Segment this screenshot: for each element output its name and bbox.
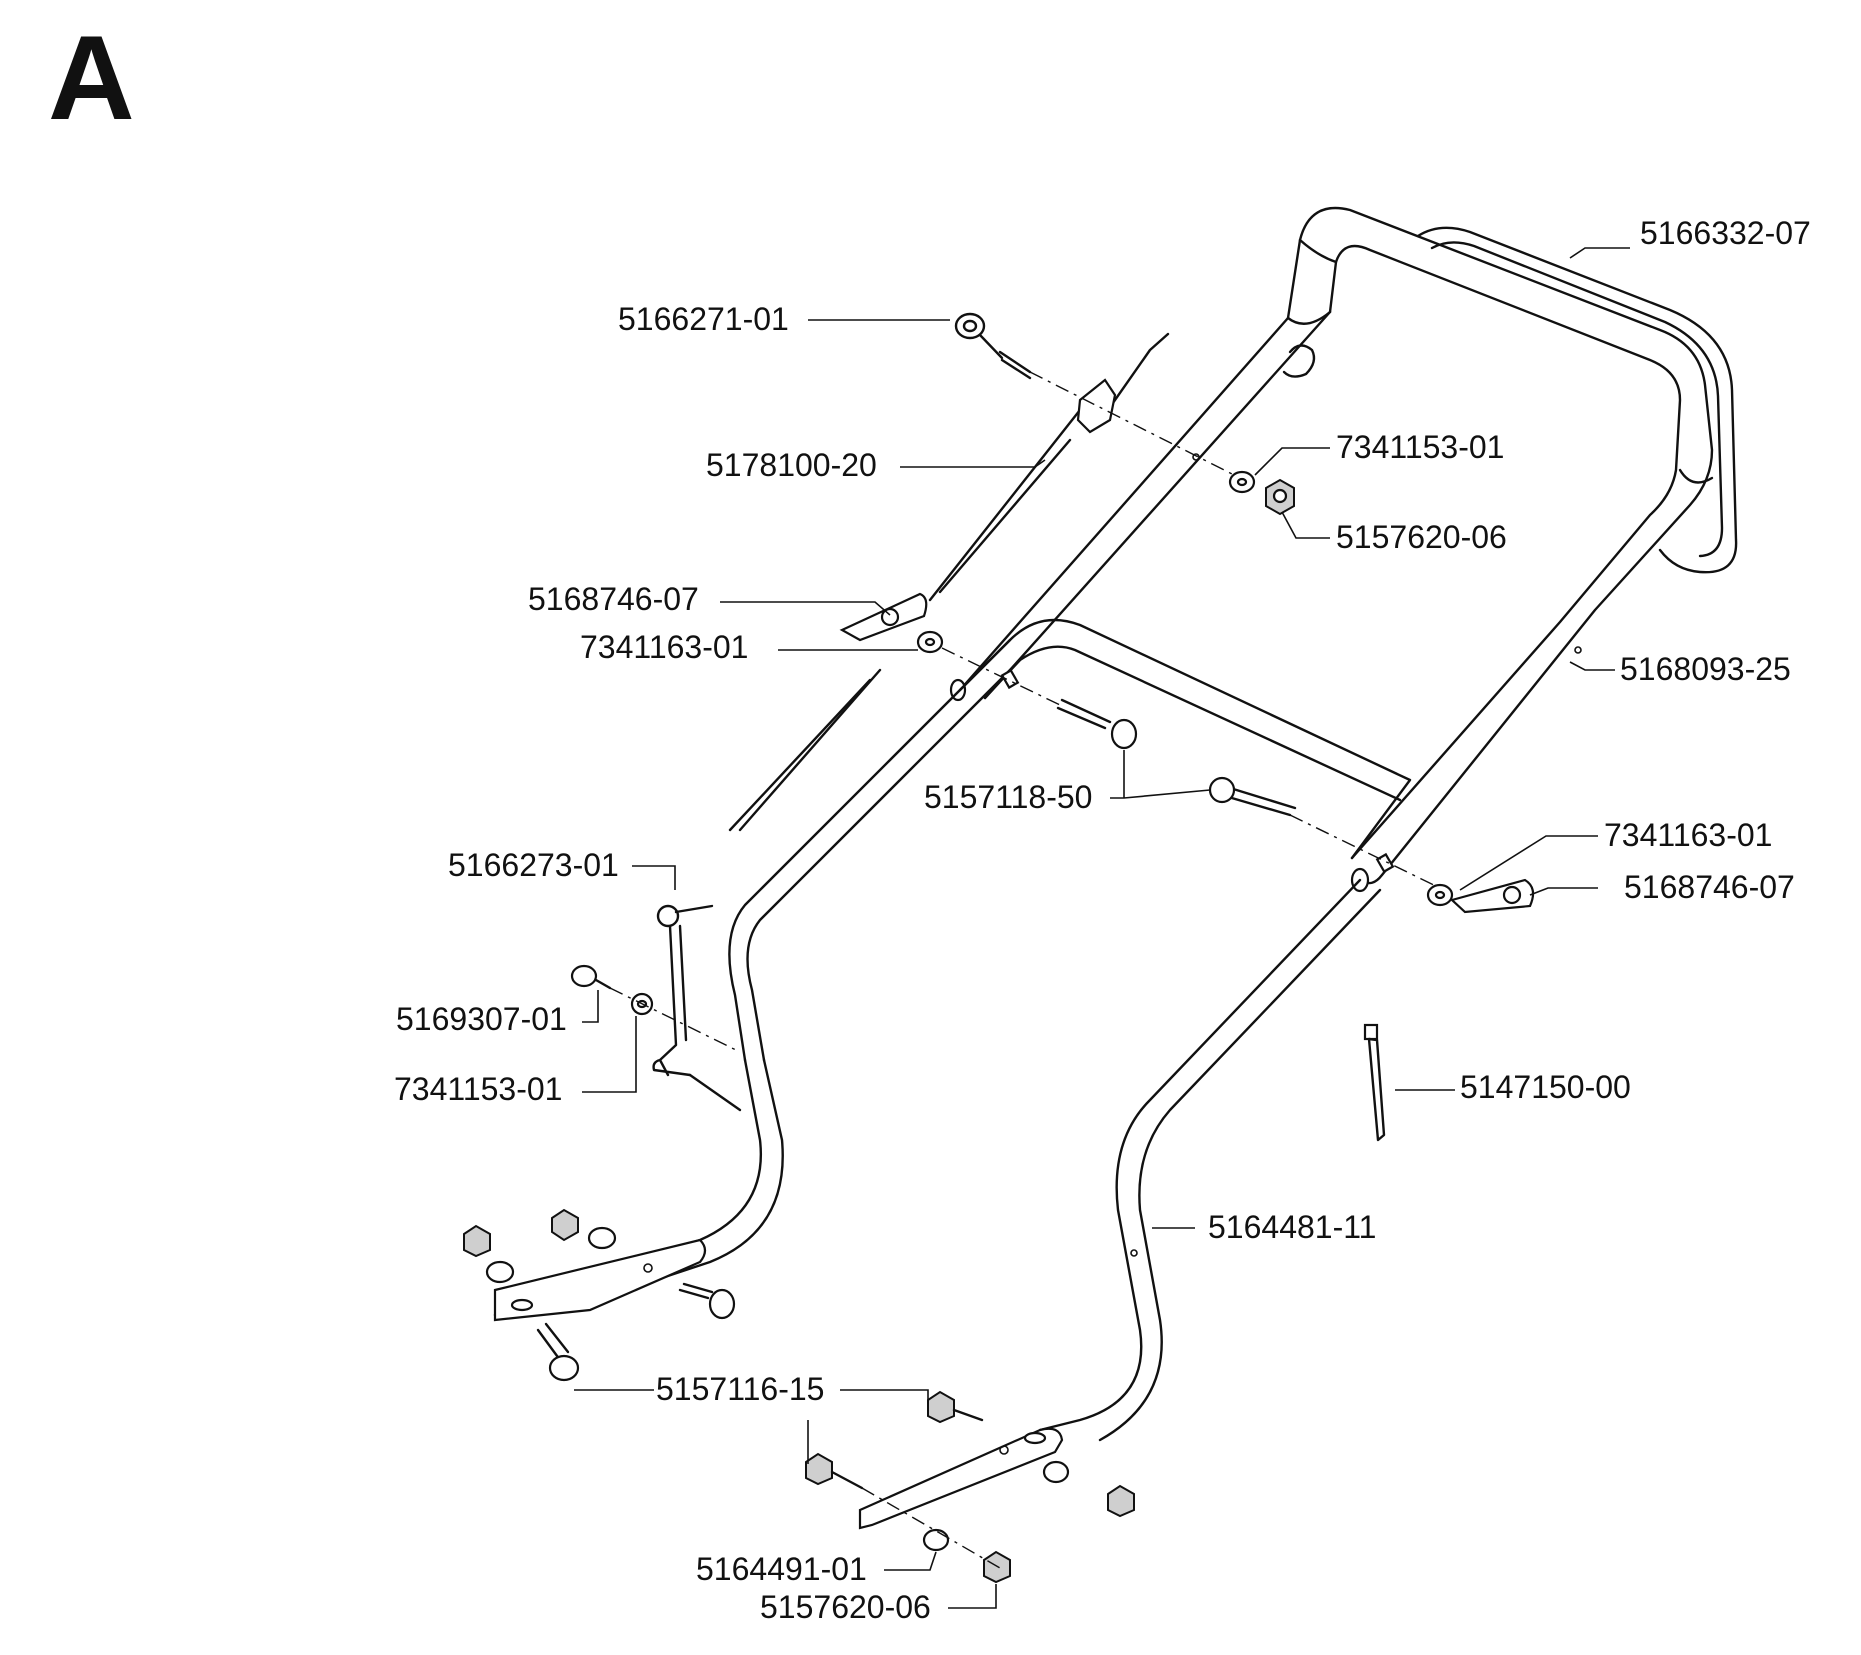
label-5147150-00: 5147150-00: [1460, 1069, 1631, 1105]
lower-handle-drawing: [493, 878, 1382, 1530]
lower-left-fasteners: [463, 1208, 736, 1382]
upper-handle-drawing: [949, 206, 1738, 885]
label-7341153-01-lower: 7341153-01: [394, 1071, 562, 1107]
label-5157620-06-upper: 5157620-06: [1336, 519, 1507, 555]
label-5166332-07: 5166332-07: [1640, 215, 1811, 251]
section-letter: A: [48, 11, 135, 145]
leader-lines: [574, 247, 1630, 1609]
left-knob-drawing: [839, 592, 1061, 706]
label-5166271-01: 5166271-01: [618, 301, 789, 337]
right-knob-drawing: [1426, 878, 1535, 914]
label-5157118-50: 5157118-50: [924, 779, 1092, 815]
lower-spring-drawing: [652, 904, 742, 1112]
label-5178100-20: 5178100-20: [706, 447, 877, 483]
upper-fasteners: [1228, 470, 1295, 516]
label-5164491-01: 5164491-01: [696, 1551, 867, 1587]
cable-drawing: [728, 332, 1170, 832]
label-5164481-11: 5164481-11: [1208, 1209, 1376, 1245]
lower-right-fasteners: [805, 1390, 1135, 1584]
lower-screw-drawing: [570, 964, 741, 1053]
label-7341153-01-upper: 7341153-01: [1336, 429, 1504, 465]
label-5168746-07-right: 5168746-07: [1624, 869, 1795, 905]
upper-spring-drawing: [954, 312, 1241, 479]
label-5168746-07-left: 5168746-07: [528, 581, 699, 617]
middle-handle-drawing: [728, 618, 1412, 1062]
label-5168093-25: 5168093-25: [1620, 651, 1791, 687]
label-5157116-15: 5157116-15: [656, 1371, 824, 1407]
label-5157620-06-lower: 5157620-06: [760, 1589, 931, 1625]
label-7341163-01-left: 7341163-01: [580, 629, 748, 665]
label-7341163-01-right: 7341163-01: [1604, 817, 1772, 853]
label-5169307-01: 5169307-01: [396, 1001, 567, 1037]
cable-tie-drawing: [1363, 1023, 1386, 1142]
mid-bolts-drawing: [1056, 698, 1441, 889]
label-5166273-01: 5166273-01: [448, 847, 619, 883]
part-labels: 5166332-07 5166271-01 5178100-20 7341153…: [394, 215, 1811, 1625]
